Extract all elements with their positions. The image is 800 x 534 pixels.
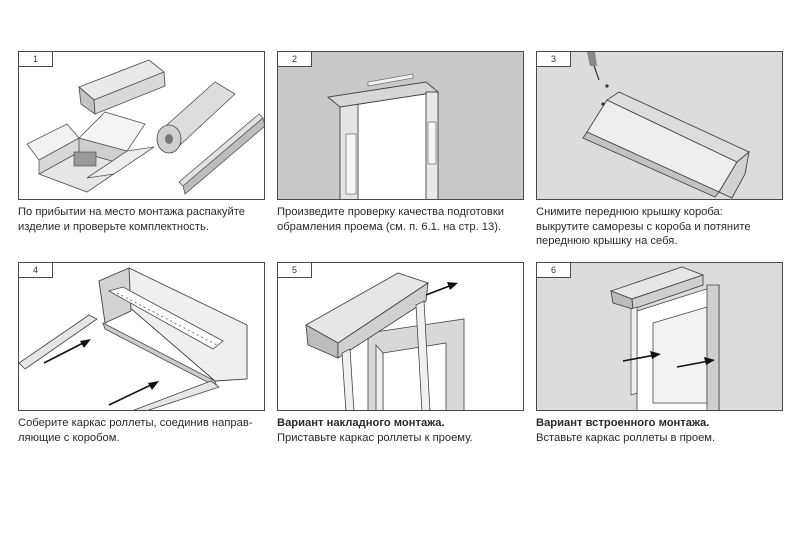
step-6-illustration: 6 [536, 262, 783, 411]
step-6-line-1: Вставьте каркас роллеты в проем. [536, 431, 716, 444]
step-5-illustration: 5 [277, 262, 524, 411]
unpacking-illustration [26, 59, 264, 195]
step-1-number: 1 [19, 52, 53, 67]
step-5-number: 5 [278, 263, 312, 278]
step-2-number: 2 [278, 52, 312, 67]
opening-check-illustration [326, 73, 440, 199]
step-4-line-1: Соберите каркас роллеты, соединив направ… [18, 417, 253, 429]
assemble-frame-illustration [19, 267, 248, 410]
step-3-line-3: переднюю крышку на себя. [536, 235, 678, 247]
step-6-title: Вариант встроенного монтажа. [536, 417, 710, 429]
step-2-line-1: Произведите проверку качества подготовки [277, 206, 504, 218]
step-3-caption: Снимите переднюю крышку короба: выкрутит… [536, 205, 788, 249]
step-4-number: 4 [19, 263, 53, 278]
step-6-number: 6 [537, 263, 571, 278]
step-6-caption: Вариант встроенного монтажа. Вставьте ка… [536, 416, 788, 445]
step-3-illustration: 3 [536, 51, 783, 200]
step-4-caption: Соберите каркас роллеты, соединив направ… [18, 416, 270, 445]
remove-cover-illustration [582, 52, 750, 199]
step-3-line-1: Снимите переднюю крышку короба: [536, 206, 723, 218]
step-3-line-2: выкрутите саморезы с короба и потяните [536, 220, 751, 233]
step-1-caption: По прибытии на место монтажа распакуйте … [18, 205, 270, 234]
step-1-line-2: изделие и проверьте комплектность. [18, 220, 209, 233]
step-4-illustration: 4 [18, 262, 265, 411]
step-4-line-2: ляющие с коробом. [18, 431, 120, 444]
step-5-caption: Вариант накладного монтажа. Приставьте к… [277, 416, 529, 445]
step-1-line-1: По прибытии на место монтажа распакуйте [18, 206, 245, 218]
step-2-caption: Произведите проверку качества подготовки… [277, 205, 529, 234]
step-1-illustration: 1 [18, 51, 265, 200]
inset-mount-illustration [609, 266, 720, 410]
step-2-line-2: обрамления проема (см. п. 6.1. на стр. 1… [277, 220, 502, 233]
step-5-title: Вариант накладного монтажа. [277, 417, 445, 429]
overlay-mount-illustration [305, 272, 465, 410]
step-2-illustration: 2 [277, 51, 524, 200]
step-5-line-1: Приставьте каркас роллеты к проему. [277, 431, 473, 444]
step-3-number: 3 [537, 52, 571, 67]
